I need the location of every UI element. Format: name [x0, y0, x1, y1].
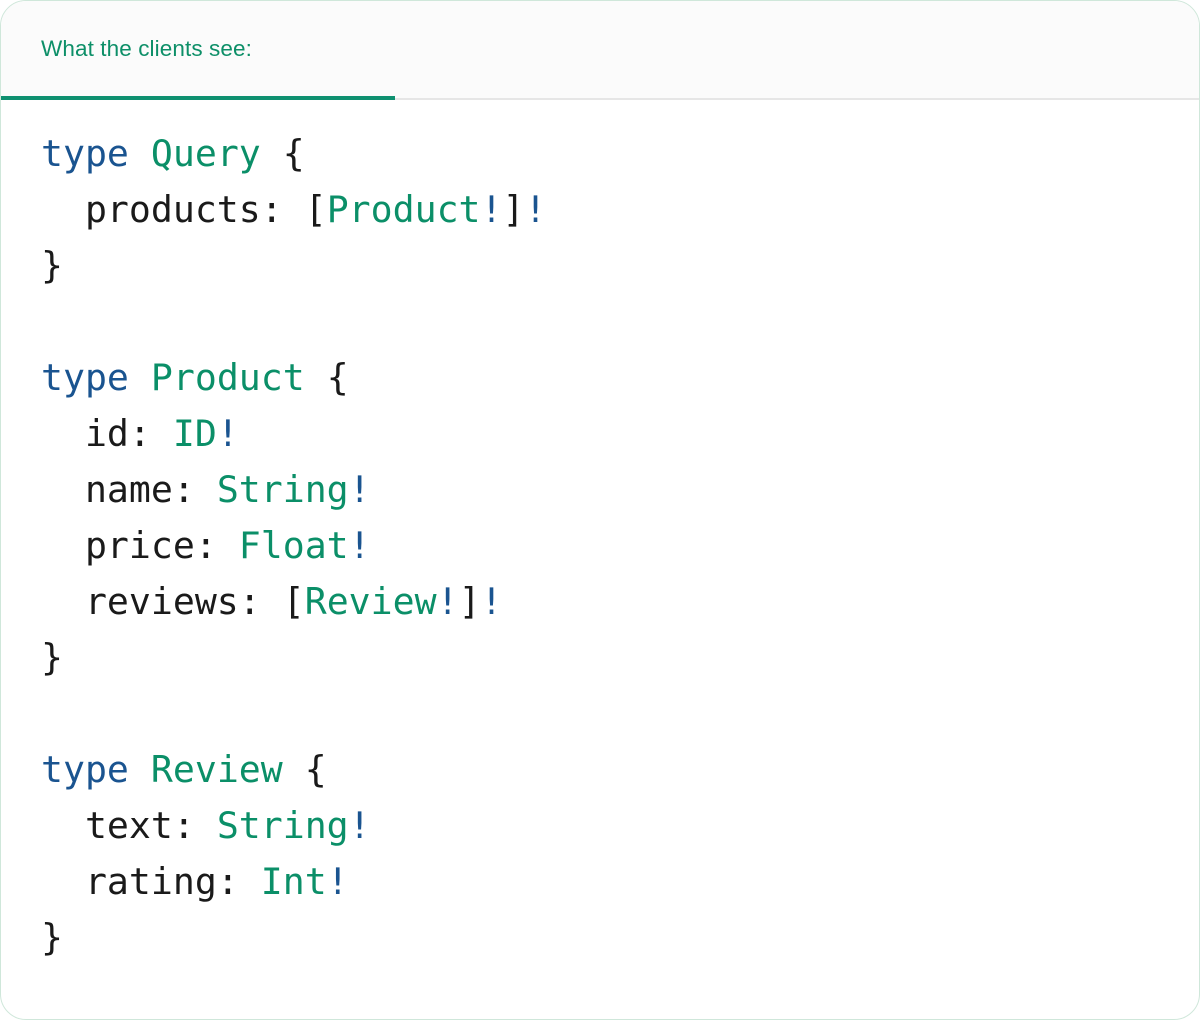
code-token-punc: }	[41, 244, 63, 287]
code-token-plain	[41, 860, 85, 903]
code-token-field: rating	[84, 860, 217, 903]
code-token-bang: !	[348, 524, 371, 567]
code-token-plain	[129, 132, 151, 175]
code-token-type: Query	[150, 132, 261, 175]
code-token-type: String	[216, 468, 349, 511]
code-line: type Query {	[41, 126, 1199, 182]
code-token-punc: :	[128, 412, 173, 455]
code-token-kw: type	[41, 132, 129, 175]
code-line: rating: Int!	[41, 854, 1199, 910]
tab-what-the-clients-see[interactable]: What the clients see:	[1, 1, 395, 99]
code-line: name: String!	[41, 462, 1199, 518]
code-token-punc: {	[282, 132, 305, 175]
code-area: type Query { products: [Product!]!} type…	[1, 100, 1199, 966]
code-token-field: products	[84, 188, 261, 231]
code-token-punc: }	[41, 636, 63, 679]
code-token-type: Float	[238, 524, 349, 567]
code-token-plain	[283, 748, 305, 791]
code-line: price: Float!	[41, 518, 1199, 574]
code-token-kw: type	[41, 748, 129, 791]
code-token-field: text	[84, 804, 173, 847]
code-token-type: Product	[150, 356, 305, 399]
code-token-type: Int	[260, 860, 327, 903]
code-token-punc: ]	[458, 580, 481, 623]
tab-bar: What the clients see:	[1, 1, 1199, 100]
code-token-field: id	[84, 412, 129, 455]
graphql-schema-code: type Query { products: [Product!]!} type…	[41, 126, 1199, 966]
code-token-punc: [	[304, 188, 327, 231]
code-token-plain	[41, 580, 85, 623]
code-line: type Product {	[41, 350, 1199, 406]
code-token-punc: {	[326, 356, 349, 399]
tab-active-underline	[1, 96, 395, 100]
code-token-punc: [	[282, 580, 305, 623]
code-token-punc: ]	[502, 188, 525, 231]
code-token-field: price	[84, 524, 195, 567]
code-token-punc: :	[172, 468, 217, 511]
code-token-punc: :	[260, 188, 305, 231]
code-token-punc: :	[216, 860, 261, 903]
code-line	[41, 686, 1199, 742]
code-line	[41, 294, 1199, 350]
code-token-bang: !	[216, 412, 239, 455]
code-token-plain	[129, 356, 151, 399]
code-token-punc: :	[238, 580, 283, 623]
code-line: text: String!	[41, 798, 1199, 854]
code-token-bang: !	[326, 860, 349, 903]
code-line: products: [Product!]!	[41, 182, 1199, 238]
code-token-bang: !	[480, 188, 503, 231]
code-token-punc: {	[304, 748, 327, 791]
code-token-bang: !	[348, 468, 371, 511]
code-line: }	[41, 910, 1199, 966]
code-token-plain	[41, 468, 85, 511]
code-token-plain	[41, 412, 85, 455]
code-token-punc: }	[41, 916, 63, 959]
code-line: reviews: [Review!]!	[41, 574, 1199, 630]
code-token-plain	[41, 804, 85, 847]
code-token-type: Product	[326, 188, 481, 231]
code-token-bang: !	[348, 804, 371, 847]
code-token-plain	[41, 524, 85, 567]
code-token-field: name	[84, 468, 173, 511]
code-line: id: ID!	[41, 406, 1199, 462]
code-token-type: Review	[150, 748, 283, 791]
code-token-bang: !	[436, 580, 459, 623]
code-token-type: String	[216, 804, 349, 847]
code-token-plain	[261, 132, 283, 175]
code-token-bang: !	[524, 188, 547, 231]
code-line: type Review {	[41, 742, 1199, 798]
code-token-plain	[305, 356, 327, 399]
code-token-type: Review	[304, 580, 437, 623]
code-token-field: reviews	[84, 580, 239, 623]
code-token-plain	[41, 188, 85, 231]
code-line: }	[41, 630, 1199, 686]
code-token-type: ID	[172, 412, 217, 455]
code-line: }	[41, 238, 1199, 294]
code-token-punc: :	[194, 524, 239, 567]
code-token-punc: :	[172, 804, 217, 847]
code-token-kw: type	[41, 356, 129, 399]
code-token-bang: !	[480, 580, 503, 623]
code-token-plain	[129, 748, 151, 791]
tab-label: What the clients see:	[41, 36, 252, 62]
